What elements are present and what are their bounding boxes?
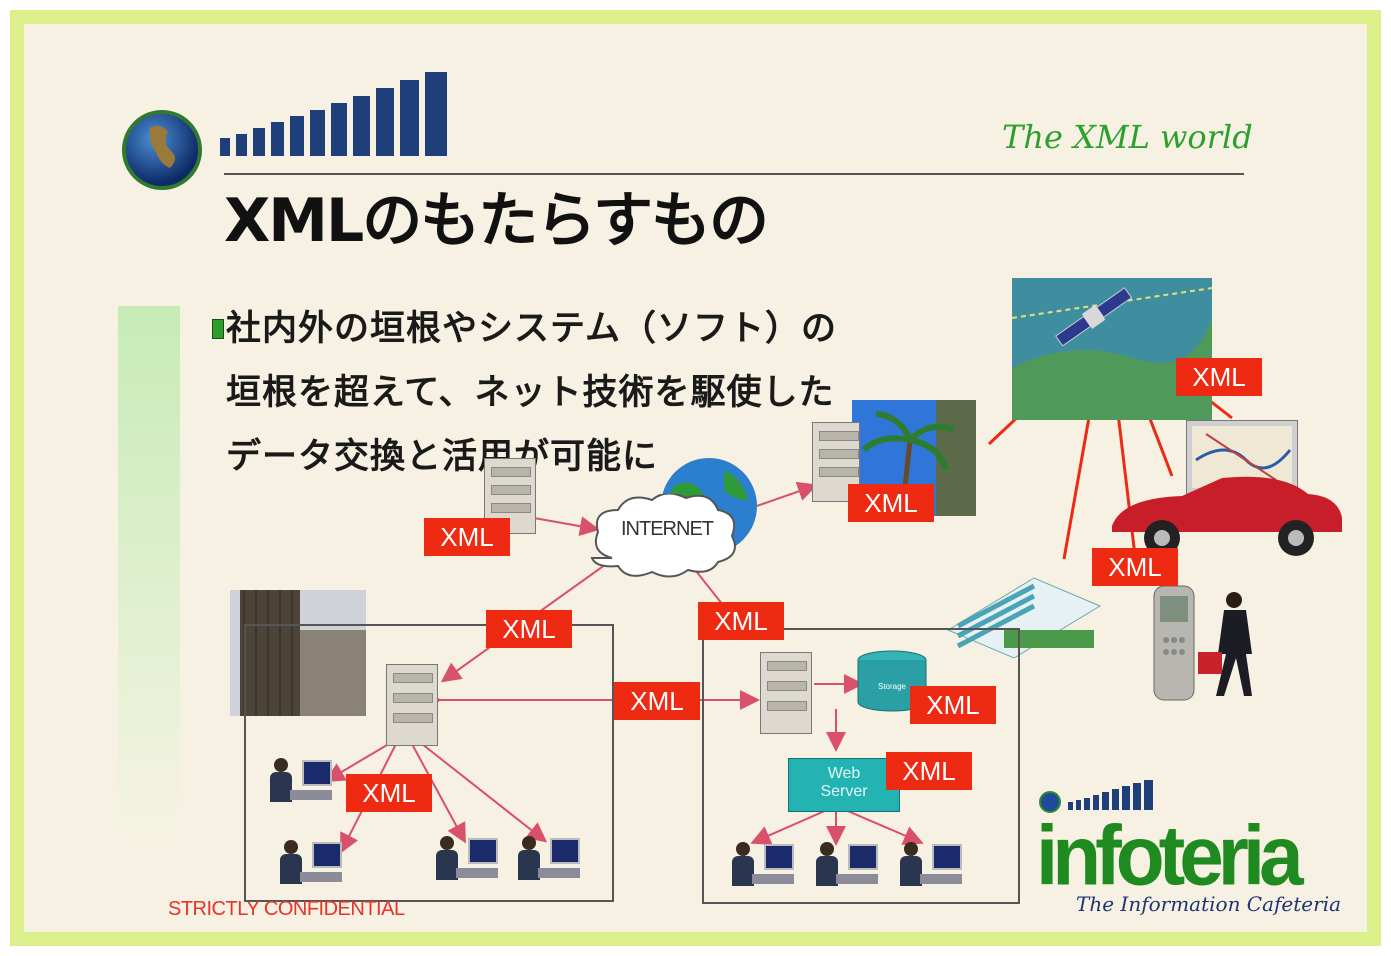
decorative-sidebar-bar xyxy=(118,306,180,842)
user-workstation-icon xyxy=(516,836,580,886)
xml-badge: XML xyxy=(910,686,996,724)
building-icon xyxy=(946,577,1102,659)
server-icon xyxy=(484,458,536,534)
database-icon xyxy=(857,650,927,712)
confidential-notice: STRICTLY CONFIDENTIAL xyxy=(168,898,405,920)
user-workstation-icon xyxy=(898,842,962,892)
slide: The XML world XMLのもたらすもの 社内外の垣根やシステム（ソフト… xyxy=(10,10,1381,946)
office-tower-image xyxy=(230,590,366,716)
signal-bars-icon xyxy=(220,72,447,156)
logo-tagline: The Information Cafeteria xyxy=(1076,892,1342,916)
title-divider xyxy=(224,173,1244,175)
internet-cloud xyxy=(590,494,736,578)
bullet-line-2: 垣根を超えて、ネット技術を駆使した xyxy=(226,373,835,413)
xml-badge: XML xyxy=(424,518,510,556)
infoteria-logo: infoteria xyxy=(1036,808,1304,903)
xml-badge: XML xyxy=(698,602,784,640)
user-workstation-icon xyxy=(434,836,498,886)
xml-badge: XML xyxy=(886,752,972,790)
slide-subtitle: The XML world xyxy=(1002,118,1253,156)
satellite-map-image xyxy=(1012,278,1212,420)
user-workstation-icon xyxy=(814,842,878,892)
navigation-display-image xyxy=(1186,420,1298,498)
user-workstation-icon xyxy=(730,842,794,892)
right-network-box xyxy=(702,628,1020,904)
user-workstation-icon xyxy=(268,758,332,808)
xml-badge: XML xyxy=(346,774,432,812)
bullet-icon xyxy=(212,319,224,339)
xml-badge: XML xyxy=(1176,358,1262,396)
satellite-icon xyxy=(1055,287,1133,347)
globe-icon xyxy=(122,110,202,190)
storage-label: Storage xyxy=(877,682,907,691)
businessman-icon xyxy=(1198,592,1252,696)
xml-badge: XML xyxy=(1092,548,1178,586)
bullet-line-3: データ交換と活用が可能に xyxy=(226,437,659,477)
server-icon xyxy=(760,652,812,734)
phone-icon xyxy=(1153,585,1195,701)
internet-label: INTERNET xyxy=(621,518,714,540)
web-server-box: Web Server xyxy=(788,758,900,812)
car-icon xyxy=(1112,476,1342,556)
server-icon xyxy=(386,664,438,746)
xml-badge: XML xyxy=(486,610,572,648)
xml-badge: XML xyxy=(848,484,934,522)
left-network-box xyxy=(244,624,614,902)
bullet-line-1: 社内外の垣根やシステム（ソフト）の xyxy=(226,309,837,349)
infoteria-logo-mark xyxy=(1039,780,1153,813)
slide-title: XMLのもたらすもの xyxy=(224,186,769,256)
user-workstation-icon xyxy=(278,840,342,890)
globe-bars-logo xyxy=(122,72,447,190)
xml-badge: XML xyxy=(614,682,700,720)
